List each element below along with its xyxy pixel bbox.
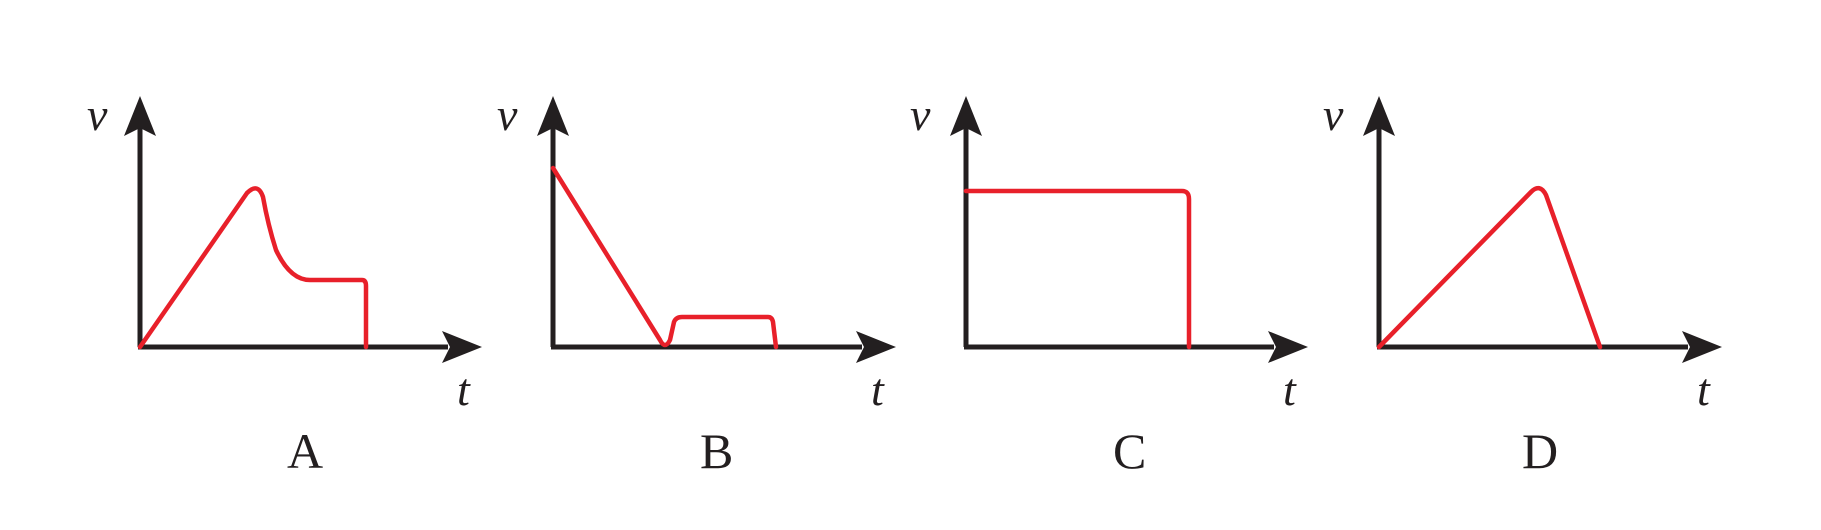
x-axis-arrow-icon — [856, 331, 896, 363]
panel-a: v t A — [87, 89, 482, 479]
y-axis-arrow-icon — [124, 96, 156, 136]
x-axis-label: t — [871, 364, 885, 415]
y-axis-label: v — [910, 89, 931, 140]
panel-label: D — [1522, 423, 1558, 479]
y-axis-arrow-icon — [537, 96, 569, 136]
panel-d: v t D — [1323, 89, 1722, 479]
y-axis-label: v — [87, 89, 108, 140]
y-axis-arrow-icon — [950, 96, 982, 136]
panel-b: v t B — [497, 89, 896, 479]
velocity-curve — [963, 188, 1192, 350]
y-axis-label: v — [1323, 89, 1344, 140]
panel-c: v t C — [910, 89, 1308, 479]
x-axis-arrow-icon — [442, 331, 482, 363]
x-axis-label: t — [1283, 364, 1297, 415]
velocity-curve — [550, 165, 779, 350]
panel-label: C — [1113, 423, 1146, 479]
x-axis-label: t — [1697, 364, 1711, 415]
panel-label: A — [287, 423, 323, 479]
x-axis-arrow-icon — [1268, 331, 1308, 363]
x-axis-arrow-icon — [1682, 331, 1722, 363]
velocity-curve — [1376, 185, 1603, 350]
y-axis-arrow-icon — [1363, 96, 1395, 136]
y-axis-label: v — [497, 89, 518, 140]
panel-label: B — [700, 423, 733, 479]
velocity-curve — [137, 186, 369, 350]
x-axis-label: t — [457, 364, 471, 415]
